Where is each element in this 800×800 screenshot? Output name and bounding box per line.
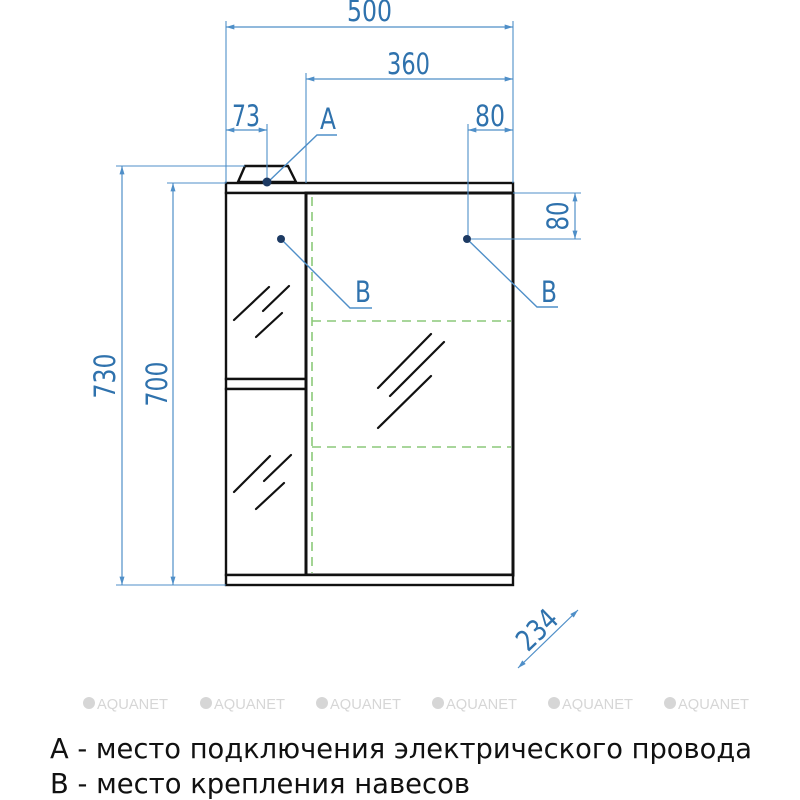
aquanet-logo-icon: [200, 697, 212, 709]
hidden-shelf-lines: [311, 197, 511, 573]
svg-text:AQUANET: AQUANET: [446, 696, 517, 713]
mount-point-left-icon: [277, 235, 285, 243]
legend: A - место подключения электрического про…: [50, 732, 752, 800]
dim-socket-offset: 73: [232, 99, 260, 133]
glass-hatch-mirror: [376, 332, 446, 430]
svg-text:AQUANET: AQUANET: [562, 696, 633, 713]
cabinet-outline: [224, 164, 515, 587]
watermark: AQUANET: [83, 696, 168, 713]
legend-item-a: A - место подключения электрического про…: [50, 732, 752, 765]
leader-b-left: [280, 238, 372, 309]
dim-total-height: 730: [88, 354, 122, 399]
marker-a: A: [262, 102, 337, 187]
watermark-row: AQUANET AQUANET AQUANET AQUANET AQUANET …: [83, 696, 749, 713]
left-shelf-divider: [224, 377, 308, 391]
svg-text:AQUANET: AQUANET: [330, 696, 401, 713]
dimension-values: 500 360 73 80 80 730 700 234: [88, 0, 575, 658]
dim-body-height: 700: [140, 362, 174, 407]
watermark: AQUANET: [664, 696, 749, 713]
aquanet-logo-icon: [432, 697, 444, 709]
aquanet-logo-icon: [316, 697, 328, 709]
left-lower-door: [224, 387, 308, 577]
svg-text:AQUANET: AQUANET: [97, 696, 168, 713]
marker-a-label: A: [320, 102, 336, 136]
socket-point-icon: [262, 177, 272, 187]
dimension-lines: [119, 24, 579, 669]
bottom-panel: [224, 573, 515, 587]
dim-overall-width: 500: [347, 0, 392, 28]
legend-item-b: B - место крепления навесов: [50, 767, 470, 800]
left-upper-door: [224, 191, 308, 381]
dim-mount-offset-x: 80: [475, 99, 505, 133]
dim-mirror-width: 360: [387, 47, 430, 81]
leader-b-right: [466, 238, 558, 308]
glass-hatch-lower-left: [232, 453, 293, 511]
aquanet-logo-icon: [548, 697, 560, 709]
dim-depth: 234: [509, 602, 565, 658]
glass-hatch-upper-left: [232, 284, 291, 339]
marker-b-left-label: B: [355, 275, 371, 309]
watermark: AQUANET: [316, 696, 401, 713]
svg-text:AQUANET: AQUANET: [214, 696, 285, 713]
marker-b-left: B: [277, 235, 372, 309]
dim-line-depth: [517, 609, 579, 669]
svg-text:AQUANET: AQUANET: [678, 696, 749, 713]
leader-a: [267, 134, 337, 183]
watermark: AQUANET: [548, 696, 633, 713]
mount-point-right-icon: [463, 235, 471, 243]
aquanet-logo-icon: [83, 697, 95, 709]
dim-mount-offset-y: 80: [541, 202, 575, 231]
marker-b-right: B: [463, 235, 558, 309]
extension-lines: [116, 21, 581, 586]
mirror-door: [304, 191, 515, 577]
watermark: AQUANET: [200, 696, 285, 713]
aquanet-logo-icon: [664, 697, 676, 709]
marker-b-right-label: B: [541, 275, 557, 309]
watermark: AQUANET: [432, 696, 517, 713]
